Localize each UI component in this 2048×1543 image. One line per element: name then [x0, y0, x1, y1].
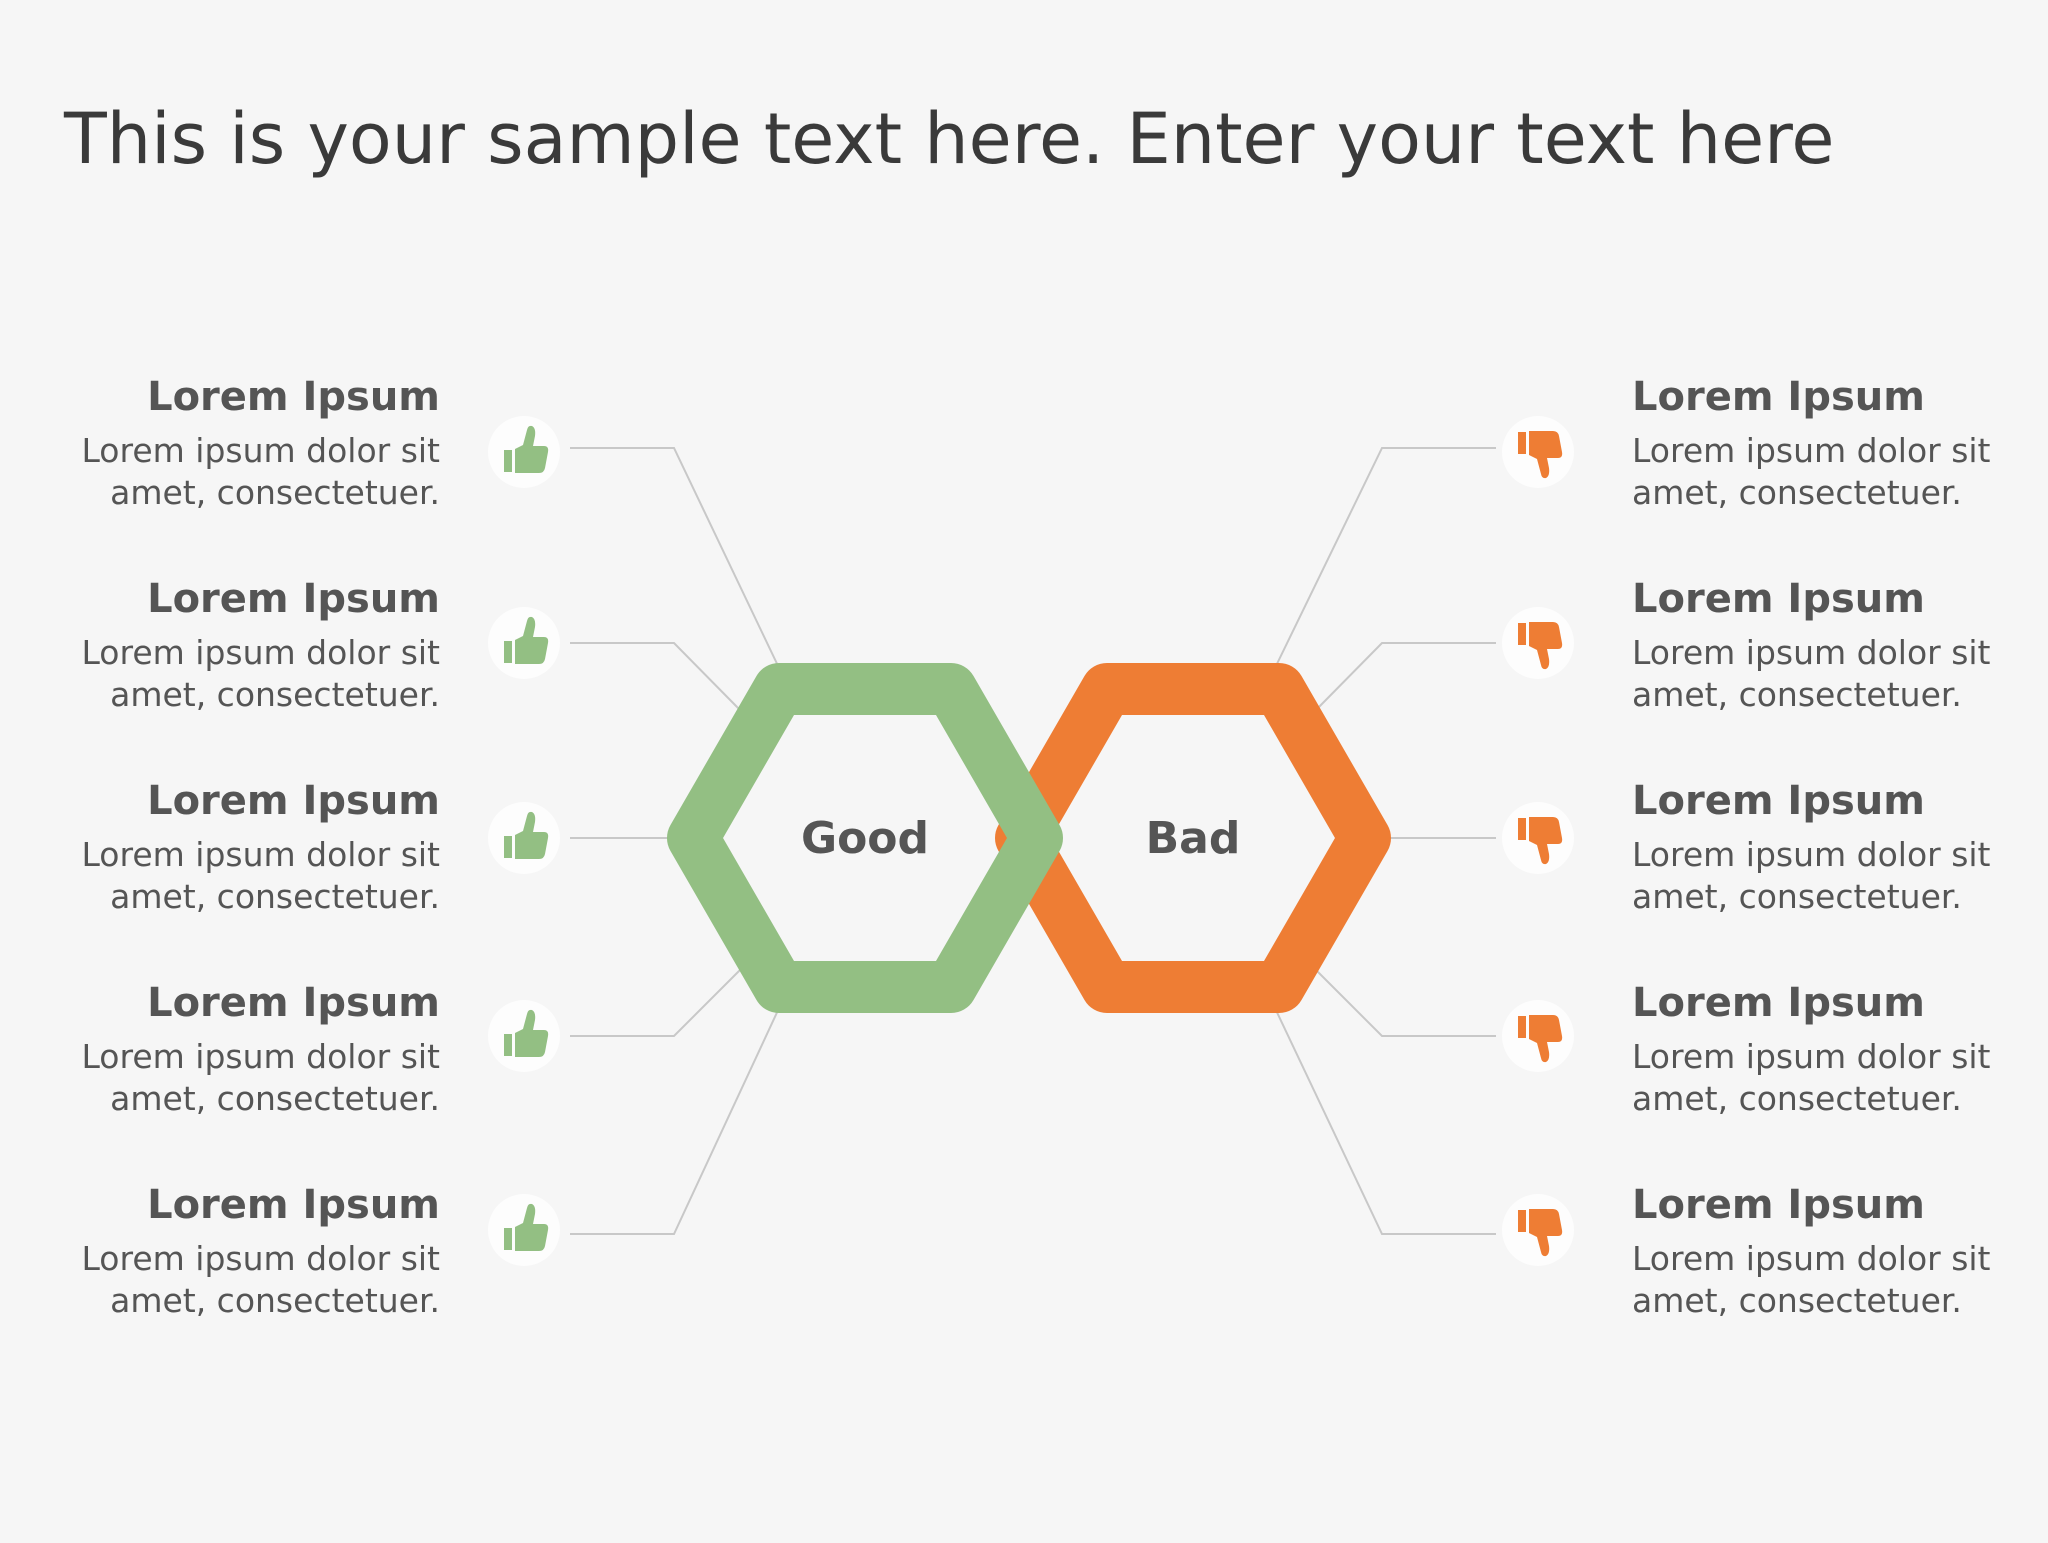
good-connector-line: [570, 969, 741, 1037]
good-item-description: Lorem ipsum dolor sit amet, consectetuer…: [81, 431, 441, 512]
hexagon-group: [667, 663, 1391, 1013]
good-item-description: Lorem ipsum dolor sit amet, consectetuer…: [81, 633, 441, 714]
bad-item-title: Lorem Ipsum: [1632, 980, 1925, 1026]
good-label: Good: [801, 813, 929, 864]
good-item-description: Lorem ipsum dolor sit amet, consectetuer…: [81, 1239, 441, 1320]
bad-item-title: Lorem Ipsum: [1632, 576, 1925, 622]
thumbs-up-icon: [488, 1000, 560, 1072]
icon-group: [488, 416, 1574, 1266]
thumbs-down-icon: [1502, 416, 1574, 488]
slide-title: This is your sample text here. Enter you…: [64, 98, 1835, 180]
good-item-description: Lorem ipsum dolor sit amet, consectetuer…: [81, 835, 441, 916]
good-connector-line: [570, 447, 781, 671]
thumbs-down-icon: [1502, 607, 1574, 679]
good-hexagon: [667, 663, 1063, 1013]
thumbs-up-icon: [488, 607, 560, 679]
bad-connector-line: [1315, 642, 1496, 711]
good-connector-line: [570, 1005, 781, 1235]
bad-item-description: Lorem ipsum dolor sit amet, consectetuer…: [1632, 1037, 1991, 1118]
good-item-title: Lorem Ipsum: [147, 1182, 440, 1228]
thumbs-up-icon: [488, 1194, 560, 1266]
thumbs-up-icon: [488, 416, 560, 488]
good-connector-line: [570, 642, 741, 711]
bad-item-title: Lorem Ipsum: [1632, 374, 1925, 420]
good-item-title: Lorem Ipsum: [147, 576, 440, 622]
bad-item-description: Lorem ipsum dolor sit amet, consectetuer…: [1632, 835, 1991, 916]
bad-item-title: Lorem Ipsum: [1632, 1182, 1925, 1228]
thumbs-down-icon: [1502, 1194, 1574, 1266]
good-item-title: Lorem Ipsum: [147, 980, 440, 1026]
bad-connector-line: [1273, 447, 1496, 671]
bad-item-description: Lorem ipsum dolor sit amet, consectetuer…: [1632, 1239, 1991, 1320]
bad-connector-line: [1273, 1005, 1496, 1235]
bad-connector-line: [1315, 969, 1496, 1037]
bad-item-description: Lorem ipsum dolor sit amet, consectetuer…: [1632, 633, 1991, 714]
connector-lines: [570, 447, 1496, 1235]
thumbs-down-icon: [1502, 1000, 1574, 1072]
bad-item-description: Lorem ipsum dolor sit amet, consectetuer…: [1632, 431, 1991, 512]
bad-item-title: Lorem Ipsum: [1632, 778, 1925, 824]
good-item-title: Lorem Ipsum: [147, 374, 440, 420]
bad-label: Bad: [1146, 813, 1241, 864]
thumbs-up-icon: [488, 802, 560, 874]
good-item-title: Lorem Ipsum: [147, 778, 440, 824]
thumbs-down-icon: [1502, 802, 1574, 874]
good-item-description: Lorem ipsum dolor sit amet, consectetuer…: [81, 1037, 441, 1118]
